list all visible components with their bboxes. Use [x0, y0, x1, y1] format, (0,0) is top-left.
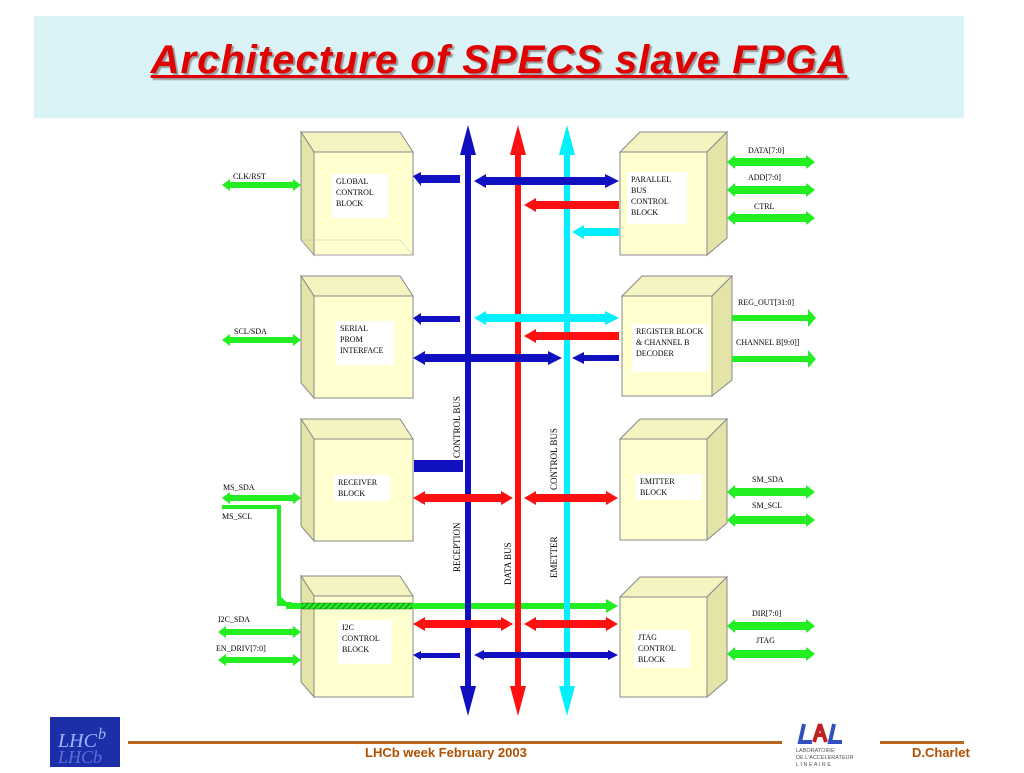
footer-rule-left	[128, 741, 782, 744]
sm-sda-arrow	[727, 485, 815, 499]
label-global-control: GLOBAL CONTROL BLOCK	[332, 174, 388, 218]
bus-data	[510, 125, 526, 716]
label-sm-scl: SM_SCL	[752, 501, 783, 510]
svg-text:LABORATOIRE: LABORATOIRE	[796, 748, 835, 754]
channel-b-arrow	[732, 350, 816, 368]
svg-text:DE L'ACCELERATEUR: DE L'ACCELERATEUR	[796, 755, 854, 761]
ms-scl-route	[222, 505, 618, 613]
label-scl-sda: SCL/SDA	[234, 327, 267, 336]
label-control-bus-right: CONTROL BUS	[549, 428, 559, 490]
label-control-bus-left: CONTROL BUS	[452, 396, 462, 458]
label-sm-sda: SM_SDA	[752, 475, 784, 484]
label-ms-sda: MS_SDA	[223, 483, 255, 492]
label-add: ADD[7:0]	[748, 173, 781, 182]
label-i2c-control: I2C CONTROL BLOCK	[338, 620, 392, 664]
svg-text:LHC: LHC	[57, 730, 98, 752]
footer-rule-right	[880, 741, 964, 744]
label-i2c-sda: I2C_SDA	[218, 615, 251, 624]
label-reception: RECEPTION	[452, 522, 462, 573]
label-emitter: EMITTER BLOCK	[636, 474, 702, 500]
label-jtag-control: JTAG CONTROL BLOCK	[634, 630, 690, 668]
en-driv-arrow	[218, 654, 301, 666]
block-parallel-bus	[618, 130, 729, 257]
bus-control	[460, 125, 476, 716]
label-data: DATA[7:0]	[748, 146, 785, 155]
label-clk-rst: CLK/RST	[233, 172, 266, 181]
signal-arrows	[218, 155, 816, 666]
footer-event: LHCb week February 2003	[365, 745, 527, 760]
label-serial-prom: SERIAL PROM INTERFACE	[336, 321, 394, 365]
label-jtag: JTAG	[756, 636, 775, 645]
label-parallel-bus: PARALLEL BUS CONTROL BLOCK	[627, 172, 687, 224]
slide-title: Architecture of SPECS slave FPGA	[150, 38, 848, 82]
label-channel-b: CHANNEL B[9:0]]	[736, 338, 800, 347]
label-reg-out: REG_OUT[31:0]	[738, 298, 794, 307]
svg-text:LHCb: LHCb	[57, 747, 102, 767]
title-banner: Architecture of SPECS slave FPGA	[34, 16, 964, 118]
lhcb-logo: LHC b LHCb	[50, 717, 120, 767]
add-arrow	[727, 183, 815, 197]
svg-text:L I N E A I R E: L I N E A I R E	[796, 762, 831, 768]
i2c-sda-arrow	[218, 626, 301, 638]
label-emetter: EMETTER	[549, 536, 559, 579]
svg-text:b: b	[98, 726, 106, 743]
ctrl-arrow	[727, 211, 815, 225]
lal-logo: LABORATOIRE DE L'ACCELERATEUR L I N E A …	[790, 718, 862, 768]
label-ms-scl: MS_SCL	[222, 512, 253, 521]
label-en-driv: EN_DRIV[7:0]	[216, 644, 266, 653]
footer-author: D.Charlet	[912, 745, 970, 760]
reg-out-arrow	[732, 309, 816, 327]
jtag-arrow	[727, 647, 815, 661]
block-jtag-control	[618, 575, 729, 699]
clk-rst-arrow	[222, 179, 301, 191]
bus-connections	[413, 172, 619, 660]
sm-scl-arrow	[727, 513, 815, 527]
label-receiver: RECEIVER BLOCK	[334, 475, 390, 501]
label-register: REGISTER BLOCK & CHANNEL B DECODER	[632, 324, 708, 372]
data-arrow	[727, 155, 815, 169]
label-dir: DIR[7:0]	[752, 609, 782, 618]
label-data-bus: DATA BUS	[503, 542, 513, 585]
bus-emitter	[559, 125, 575, 716]
scl-sda-arrow	[222, 334, 301, 346]
label-ctrl: CTRL	[754, 202, 775, 211]
dir-arrow	[727, 619, 815, 633]
ms-sda-arrow	[222, 492, 301, 504]
